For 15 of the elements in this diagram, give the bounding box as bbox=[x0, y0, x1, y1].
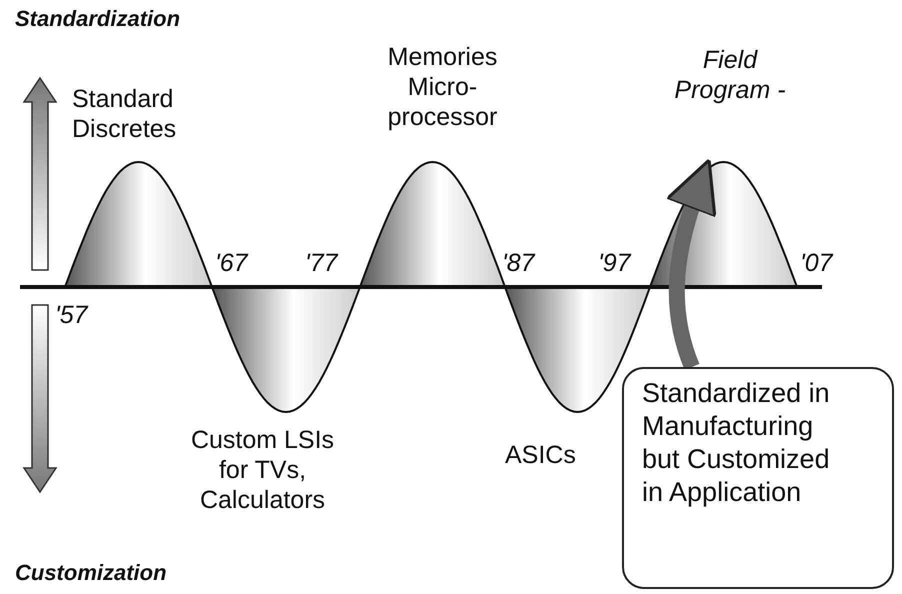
year-label: '77 bbox=[305, 248, 338, 278]
year-label: '67 bbox=[215, 248, 248, 278]
curved-arrow bbox=[666, 158, 717, 370]
year-label: '57 bbox=[55, 300, 88, 330]
year-label: '87 bbox=[502, 248, 535, 278]
year-label: '07 bbox=[800, 248, 833, 278]
era-label: Field Program - bbox=[655, 45, 805, 105]
era-label: ASICs bbox=[505, 440, 576, 470]
axis-title: Customization bbox=[15, 559, 167, 587]
note-box: Standardized in Manufacturing but Customized in Application bbox=[622, 367, 894, 589]
era-label: Memories Micro- processor bbox=[386, 42, 498, 132]
era-label: Standard Discretes bbox=[72, 84, 178, 144]
era-label: Custom LSIs for TVs, Calculators bbox=[190, 425, 336, 515]
year-label: '97 bbox=[598, 248, 631, 278]
axis-title: Standardization bbox=[15, 5, 180, 33]
